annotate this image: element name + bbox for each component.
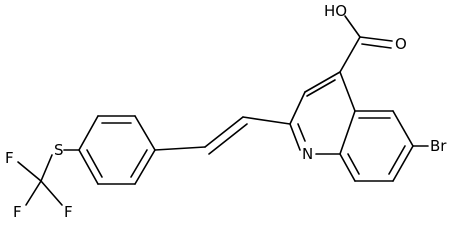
bond-c2-vinyl (242, 116, 291, 125)
bond-ph6-ph1 (134, 149, 156, 185)
bond-vinyl-double (204, 116, 244, 148)
bond-c6-c7 (392, 145, 414, 182)
bond-ph4-ph5 (78, 149, 99, 185)
structure-canvas: HO O N Br S F F F (5, 2, 447, 221)
bond-c4a-c4 (339, 71, 356, 112)
bond-c8a-c4a (339, 110, 356, 155)
chemical-structure: HO O N Br S F F F (5, 2, 447, 221)
bond-c6-c7-inner (388, 145, 406, 175)
bond-cooh-oh (344, 15, 361, 38)
bond-c5-c6 (392, 110, 414, 147)
bond-vinyl-phenyl (154, 146, 206, 151)
bond-c4-c3-inner (306, 79, 336, 97)
atom-label-ho: HO (324, 2, 347, 20)
bond-c4-c3 (304, 71, 341, 93)
bond-c2-n1 (289, 123, 301, 151)
atom-label-carbonyl-o: O (395, 35, 407, 53)
bond-c8-c8a-inner (347, 153, 360, 175)
bond-ph6-ph1-inner (130, 149, 148, 178)
atom-label-f-left: F (13, 203, 22, 221)
atom-label-n: N (302, 145, 313, 163)
bond-vinyl-double-inner (208, 123, 248, 155)
bond-c3-c2 (289, 91, 306, 125)
bond-c2-n1-inner (297, 123, 306, 142)
bond-c4-cooh (339, 36, 361, 73)
bond-c8-c8a (339, 153, 356, 182)
bond-cf3-f-left (25, 180, 42, 206)
atom-label-br: Br (430, 137, 447, 155)
bond-cooh-o-inner (361, 43, 392, 49)
bond-s-cf3 (40, 154, 53, 182)
bond-cf3-f-bottom (40, 180, 63, 206)
bond-ph3-ph4 (78, 115, 99, 151)
bond-ph4-ph5-inner (86, 149, 103, 178)
bond-cooh-o (359, 36, 393, 42)
bond-ph1-ph2 (134, 115, 156, 151)
bond-cf3-f-top (17, 161, 42, 182)
atom-label-f-bottom: F (64, 203, 73, 221)
atom-label-s: S (54, 141, 64, 159)
atom-label-f-top: F (5, 149, 14, 167)
